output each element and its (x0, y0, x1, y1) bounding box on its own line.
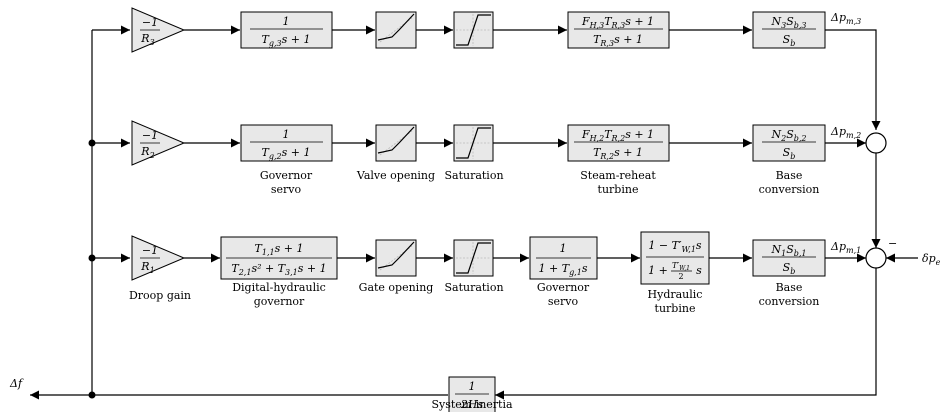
svg-text:FH,2TR,2s + 1: FH,2TR,2s + 1 (581, 128, 654, 143)
saturation-label-r1: Saturation (444, 281, 503, 294)
svg-text:1 − T′W,1s: 1 − T′W,1s (648, 239, 702, 254)
droop-gain-r1: −1 R1 (131, 235, 186, 281)
svg-text:turbine: turbine (655, 302, 696, 315)
svg-text:R3: R3 (140, 32, 154, 47)
governor-servo-block-r2: 1 Tg,2s + 1 (240, 124, 333, 162)
base-conversion-block-r2: N2Sb,2 Sb (752, 124, 826, 162)
base-conversion-label-r1: Base (776, 281, 803, 294)
governor-servo-block-r3: 1 Tg,3s + 1 (240, 11, 333, 49)
hydraulic-turbine-label: Hydraulic (648, 288, 703, 301)
svg-text:s: s (696, 264, 702, 277)
svg-text:turbine: turbine (598, 183, 639, 196)
saturation-label-r2: Saturation (444, 169, 503, 182)
svg-text:conversion: conversion (759, 183, 820, 196)
steam-reheat-turbine-block-r3: FH,3TR,3s + 1 TR,3s + 1 (567, 11, 670, 49)
system-inertia-block: 1 2Hs (448, 376, 496, 412)
system-inertia-caption-html: System inertia (431, 398, 513, 411)
svg-text:−1: −1 (142, 244, 158, 257)
gate-opening-label: Gate opening (359, 281, 434, 294)
svg-text:Tg,2s + 1: Tg,2s + 1 (262, 146, 311, 161)
valve-opening-label: Valve opening (356, 169, 435, 182)
svg-text:servo: servo (271, 183, 302, 196)
steam-reheat-label: Steam-reheat (580, 169, 656, 182)
output-delta-pm2: Δpm,2 (830, 125, 861, 140)
summing-junction-upper (865, 132, 887, 154)
hydraulic-turbine-block: 1 − T′W,1s 1 + T′W,1 2 s (640, 231, 710, 285)
droop-gain-label: Droop gain (129, 289, 191, 302)
svg-text:Sb: Sb (783, 33, 796, 48)
svg-text:T′W,1: T′W,1 (672, 261, 690, 272)
base-conversion-block-r1: N1Sb,1 Sb (752, 239, 826, 277)
svg-text:2: 2 (678, 272, 683, 281)
digital-hydraulic-governor-block: T1,1s + 1 T2,1s² + T3,1s + 1 (220, 236, 338, 280)
signal-wires (30, 25, 918, 400)
svg-text:T1,1s + 1: T1,1s + 1 (255, 242, 304, 257)
svg-text:N2Sb,2: N2Sb,2 (770, 128, 806, 143)
svg-text:servo: servo (548, 295, 579, 308)
droop-gain-r3: −1 R3 (131, 7, 186, 53)
svg-text:TR,3s + 1: TR,3s + 1 (593, 33, 643, 48)
svg-text:Sb: Sb (783, 146, 796, 161)
svg-text:R1: R1 (140, 260, 154, 275)
delta-f-label: Δf (9, 377, 24, 390)
svg-text:T2,1s² + T3,1s + 1: T2,1s² + T3,1s + 1 (231, 262, 326, 277)
svg-text:1: 1 (283, 15, 290, 28)
svg-text:1 + Tg,1s: 1 + Tg,1s (539, 262, 588, 277)
minus-sign: − (888, 237, 897, 250)
svg-text:TR,2s + 1: TR,2s + 1 (593, 146, 643, 161)
svg-text:1 +: 1 + (648, 264, 668, 277)
svg-text:FH,3TR,3s + 1: FH,3TR,3s + 1 (581, 15, 654, 30)
svg-text:N1Sb,1: N1Sb,1 (770, 243, 806, 258)
saturation-plot-r3 (453, 11, 494, 49)
output-delta-pm1: Δpm,1 (830, 240, 861, 255)
governor-servo-label: Governor (260, 169, 313, 182)
valve-opening-plot-r3 (375, 11, 417, 49)
svg-text:N3Sb,3: N3Sb,3 (770, 15, 806, 30)
row2-captions: Governor servo Valve opening Saturation … (260, 169, 820, 196)
output-delta-pm3: Δpm,3 (830, 11, 861, 26)
load-disturbance-label: δpe (922, 252, 940, 267)
gate-opening-plot (375, 239, 417, 277)
svg-text:Tg,3s + 1: Tg,3s + 1 (262, 33, 311, 48)
row1-captions: Droop gain Digital-hydraulic governor Ga… (129, 281, 819, 315)
svg-text:1: 1 (469, 380, 476, 393)
steam-reheat-turbine-block-r2: FH,2TR,2s + 1 TR,2s + 1 (567, 124, 670, 162)
svg-text:governor: governor (254, 295, 305, 308)
saturation-plot-r1 (453, 239, 494, 277)
governor-servo-label-r1: Governor (537, 281, 590, 294)
saturation-plot-r2 (453, 124, 494, 162)
svg-text:1: 1 (283, 128, 290, 141)
svg-text:−1: −1 (142, 16, 158, 29)
governor-servo-block-r1: 1 1 + Tg,1s (529, 236, 598, 280)
valve-opening-plot-r2 (375, 124, 417, 162)
droop-gain-r2: −1 R2 (131, 120, 186, 166)
svg-text:conversion: conversion (759, 295, 820, 308)
base-conversion-block-r3: N3Sb,3 Sb (752, 11, 826, 49)
junction-dots (88, 139, 96, 399)
svg-text:1: 1 (560, 242, 567, 255)
base-conversion-label-r2: Base (776, 169, 803, 182)
svg-text:2Hs: 2Hs (460, 398, 484, 411)
svg-text:Sb: Sb (783, 261, 796, 276)
svg-text:R2: R2 (140, 145, 154, 160)
summing-junction-lower (865, 247, 887, 269)
digital-hydraulic-label: Digital-hydraulic (232, 281, 326, 294)
svg-text:−1: −1 (142, 129, 158, 142)
